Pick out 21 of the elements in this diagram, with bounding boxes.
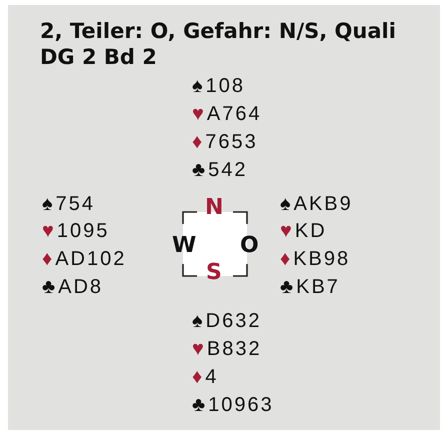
title: 2, Teiler: O, Gefahr: N/S, Quali DG 2 Bd 2 (40, 18, 397, 70)
compass-direction: W (172, 234, 196, 258)
card-holding: ♦KB98 (280, 247, 350, 272)
card-holding: ♦7653 (192, 130, 258, 155)
compass-direction: N (205, 196, 224, 220)
card-holding: ♥1095 (42, 219, 110, 244)
card-holding: ♣KB7 (280, 275, 340, 300)
card-holding: ♦4 (192, 365, 218, 390)
card-holding: ♣10963 (192, 393, 274, 418)
card-holding: ♣542 (192, 158, 248, 183)
card-holding: ♠754 (42, 192, 95, 217)
card-holding: ♥B832 (192, 337, 262, 362)
card-holding: ♥KD (280, 219, 327, 244)
card-holding: ♥A764 (192, 102, 262, 127)
card-holding: ♦AD102 (42, 247, 126, 272)
card-holding: ♠D632 (192, 309, 262, 334)
card-holding: ♣AD8 (42, 275, 104, 300)
card-holding: ♠108 (192, 74, 245, 99)
compass-direction: S (206, 261, 222, 285)
card-holding: ♠AKB9 (280, 192, 353, 217)
compass-direction: O (240, 234, 259, 258)
